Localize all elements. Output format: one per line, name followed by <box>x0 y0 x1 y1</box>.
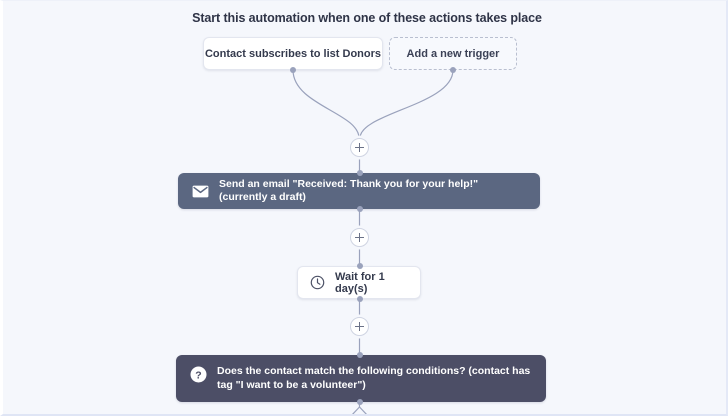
step-label: Send an email "Received: Thank you for y… <box>219 177 479 203</box>
step-wait[interactable]: Wait for 1 day(s) <box>297 266 421 299</box>
connector-anchor-dot <box>356 352 363 358</box>
envelope-icon <box>192 185 209 198</box>
connector-anchor-dot <box>356 399 363 405</box>
connector-anchor-dot <box>450 67 456 73</box>
step-label: Does the contact match the following con… <box>217 365 531 392</box>
add-new-trigger-button[interactable]: Add a new trigger <box>389 37 517 70</box>
step-label: Wait for 1 day(s) <box>335 270 385 295</box>
connector-anchor-dot <box>356 263 363 269</box>
plus-icon <box>355 322 364 331</box>
add-step-button-2[interactable] <box>350 228 369 247</box>
connector-anchor-dot <box>356 296 363 302</box>
question-mark-icon: ? <box>190 366 207 383</box>
connector-anchor-dot <box>356 206 363 212</box>
connector-anchor-dot <box>356 170 363 176</box>
step-send-email[interactable]: Send an email "Received: Thank you for y… <box>178 173 540 209</box>
plus-icon <box>355 233 364 242</box>
connector-anchor-dot <box>290 67 296 73</box>
step-condition[interactable]: ? Does the contact match the following c… <box>176 355 546 402</box>
add-step-button-1[interactable] <box>350 138 369 157</box>
add-step-button-3[interactable] <box>350 317 369 336</box>
page-title: Start this automation when one of these … <box>192 11 542 25</box>
trigger-card-contact-subscribes[interactable]: Contact subscribes to list Donors <box>203 37 383 70</box>
clock-icon <box>310 275 325 290</box>
add-new-trigger-label: Add a new trigger <box>406 47 500 60</box>
trigger-label: Contact subscribes to list Donors <box>204 47 382 60</box>
plus-icon <box>355 143 364 152</box>
svg-text:?: ? <box>195 369 201 381</box>
